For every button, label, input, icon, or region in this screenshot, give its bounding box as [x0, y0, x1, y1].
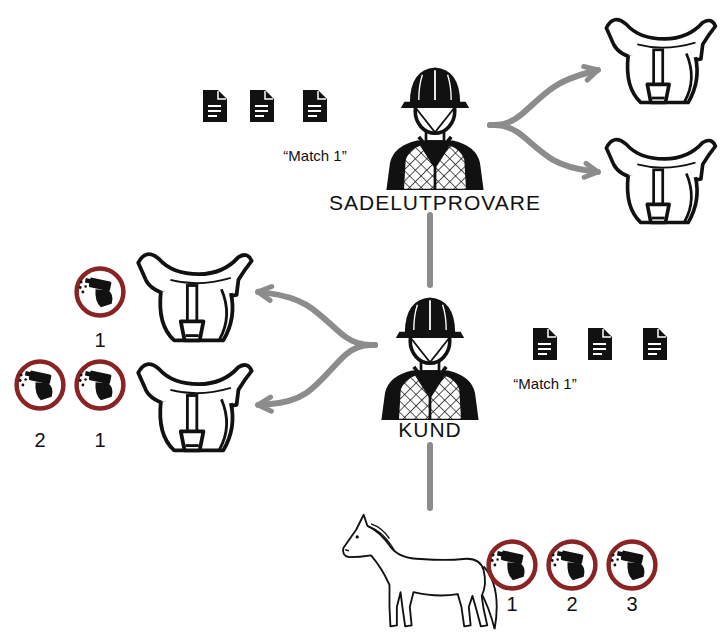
- flow-arrow: [490, 125, 598, 172]
- saddle-group: [598, 128, 720, 228]
- document-caption: “Match 1”: [283, 148, 346, 165]
- prohibition-icon: [77, 362, 124, 409]
- flow-arrow: [258, 292, 375, 345]
- callout-number: 3: [626, 593, 637, 615]
- connector-line: [427, 445, 433, 508]
- callout-number: 1: [94, 429, 105, 451]
- saddle-icon: [138, 254, 251, 340]
- connector-line: [427, 215, 433, 285]
- document-icon: [588, 328, 612, 360]
- role-figure: SADELUTPROVARE: [380, 55, 490, 215]
- saddle-group: 21: [10, 352, 258, 460]
- document-caption: “Match 1”: [513, 376, 576, 393]
- document-icon: [533, 328, 557, 360]
- document-icon: [643, 328, 667, 360]
- horse-illustration: [343, 515, 497, 629]
- callout-number: 1: [94, 329, 105, 351]
- role-label: SADELUTPROVARE: [329, 191, 541, 214]
- saddle-icon: [606, 20, 715, 103]
- saddle-icon: [138, 364, 251, 450]
- horse-group: 1 2 3: [335, 508, 665, 633]
- prohibition-icon: [17, 362, 64, 409]
- flow-arrow: [258, 345, 375, 405]
- callout-number: 1: [506, 593, 517, 615]
- callout-number: 2: [566, 593, 577, 615]
- document-icon: [303, 90, 327, 122]
- prohibition-icon: [549, 542, 596, 589]
- person-figure: [386, 68, 483, 190]
- flow-arrow: [490, 70, 598, 125]
- saddle-group: 1: [70, 240, 258, 348]
- role-figure: KUND: [375, 285, 485, 445]
- document-icon: [203, 90, 227, 122]
- document-icon: [250, 90, 274, 122]
- role-label: KUND: [398, 418, 462, 441]
- prohibition-icon: [609, 542, 656, 589]
- prohibition-icon: [77, 269, 124, 316]
- callout-number: 2: [34, 429, 45, 451]
- prohibition-icon: [489, 542, 536, 589]
- saddle-icon: [606, 140, 715, 223]
- person-figure: [381, 298, 478, 420]
- saddle-group: [598, 8, 720, 108]
